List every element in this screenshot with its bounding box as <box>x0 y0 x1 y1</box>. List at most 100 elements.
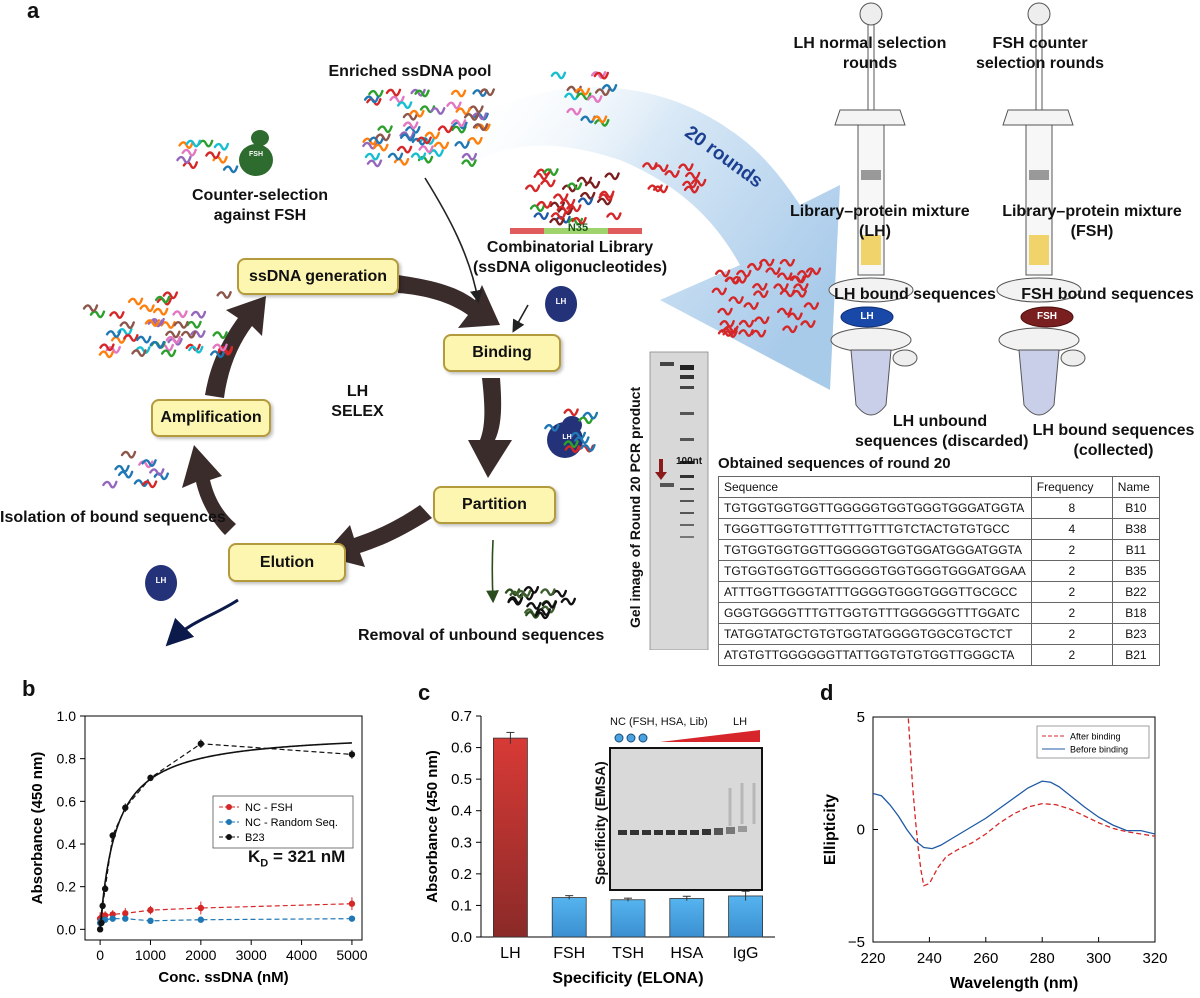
cell-frequency: 2 <box>1030 623 1113 645</box>
cell-frequency: 2 <box>1030 539 1113 561</box>
emsa-lh-label: LH <box>733 716 748 728</box>
ssdna-strand <box>576 176 593 185</box>
ssdna-strand <box>105 330 122 338</box>
ssdna-strand <box>773 283 789 292</box>
ssdna-strand <box>117 470 134 479</box>
ssdna-strand <box>105 345 121 354</box>
data-point <box>197 916 205 923</box>
fsh-column-title: FSH counter selection rounds <box>975 35 1105 72</box>
ssdna-strand <box>209 350 226 359</box>
x-axis-label: Conc. ssDNA (nM) <box>158 969 288 986</box>
panel-a-letter: a <box>27 0 40 23</box>
data-point <box>197 740 205 747</box>
y-tick-label: 1.0 <box>57 708 77 724</box>
ssdna-strand <box>752 282 768 291</box>
y-tick-label: 0.6 <box>451 740 472 757</box>
series-line-NC - FSH <box>99 903 352 920</box>
ssdna-strand <box>165 330 181 339</box>
gel-image <box>649 351 709 650</box>
ssdna-strand <box>437 125 454 134</box>
ssdna-strand <box>580 443 596 452</box>
legend-label: After binding <box>1070 732 1121 742</box>
cell-name: B18 <box>1111 602 1161 624</box>
ssdna-strand <box>188 345 204 354</box>
ssdna-strand <box>604 172 620 181</box>
y-axis-label: Absorbance (450 nm) <box>29 752 46 905</box>
ssdna-strand <box>368 136 385 145</box>
y-tick-label: 0.1 <box>451 897 472 914</box>
ssdna-strand <box>446 101 462 110</box>
ssdna-strand <box>594 88 611 97</box>
data-point <box>109 915 116 922</box>
x-tick-label: 2000 <box>185 947 216 963</box>
ssdna-strand <box>570 431 587 440</box>
ssdna-strand <box>82 304 99 313</box>
ssdna-strand <box>759 258 775 267</box>
y-tick-label: 0.6 <box>57 793 77 809</box>
ssdna-strand <box>396 145 413 154</box>
plot-frame <box>84 715 363 941</box>
ssdna-strand <box>181 148 197 157</box>
emsa-nc-label: NC (FSH, HSA, Lib) <box>610 716 708 728</box>
ssdna-strand <box>561 184 578 193</box>
ssdna-strand <box>560 597 577 606</box>
x-tick-label: IgG <box>733 945 759 962</box>
ssdna-strand <box>550 212 567 220</box>
lh-selex-label: LH SELEX <box>331 383 384 420</box>
enriched-pool-label: Enriched ssDNA pool <box>328 63 492 80</box>
ssdna-strand <box>402 112 419 121</box>
data-point <box>147 774 154 782</box>
y-tick-label: 0.2 <box>451 866 472 883</box>
ssdna-strand <box>533 172 549 181</box>
ssdna-strand <box>144 319 161 327</box>
ssdna-strand <box>363 95 380 104</box>
fit-curve-B23 <box>99 742 352 930</box>
ssdna-strand <box>566 85 582 94</box>
ssdna-strand <box>162 291 179 300</box>
library-label: Combinatorial Library (ssDNA oligonucleo… <box>472 239 668 276</box>
ssdna-strand <box>563 440 579 448</box>
ssdna-strand <box>185 139 202 148</box>
y-tick-label: 0.4 <box>57 836 77 852</box>
ssdna-strand <box>165 335 182 344</box>
x-tick-label: 300 <box>1086 950 1111 967</box>
removal-label: Removal of unbound sequences <box>358 627 605 644</box>
ssdna-strand <box>461 152 478 161</box>
ssdna-strand <box>777 272 793 281</box>
ssdna-strand <box>410 152 427 161</box>
fsh-tag: FSH <box>249 151 263 158</box>
fsh-protein-icon <box>239 130 273 176</box>
ssdna-strand <box>114 464 130 473</box>
fsh-column-illustration <box>996 2 1086 416</box>
ssdna-strand <box>736 269 752 278</box>
ssdna-strand <box>800 320 816 328</box>
cell-frequency: 2 <box>1030 560 1113 582</box>
cell-sequence: ATGTGTTGGGGGGTTATTGGTGTGTGGTTGGGCTA <box>718 644 1032 666</box>
lh-bound-label: LH bound sequences <box>834 286 996 303</box>
ssdna-strand <box>551 589 568 598</box>
n35-label: N35 <box>567 222 589 234</box>
ssdna-strand <box>765 267 781 276</box>
ssdna-strand <box>738 329 754 337</box>
ssdna-strand <box>117 327 133 336</box>
ssdna-strand <box>590 71 607 79</box>
ssdna-strand <box>721 327 737 336</box>
ssdna-strand <box>387 152 404 161</box>
x-tick-label: 220 <box>860 950 885 967</box>
emsa-gel-image <box>609 730 763 891</box>
ssdna-strand <box>213 142 230 151</box>
ssdna-strand <box>399 133 416 142</box>
series-line-B23 <box>99 743 352 930</box>
x-tick-label: 0 <box>96 947 104 963</box>
cell-sequence: TGGGTTGGTGTTTGTTTGTTTGTCTACTGTGTGCC <box>718 518 1032 540</box>
ssdna-strand <box>176 155 192 164</box>
cell-frequency: 2 <box>1030 644 1113 666</box>
y-tick-label: 0 <box>857 822 865 839</box>
ssdna-strand <box>525 184 541 193</box>
ssdna-strand <box>89 310 106 319</box>
x-tick-label: 280 <box>1030 950 1055 967</box>
x-tick-label: 3000 <box>236 947 267 963</box>
